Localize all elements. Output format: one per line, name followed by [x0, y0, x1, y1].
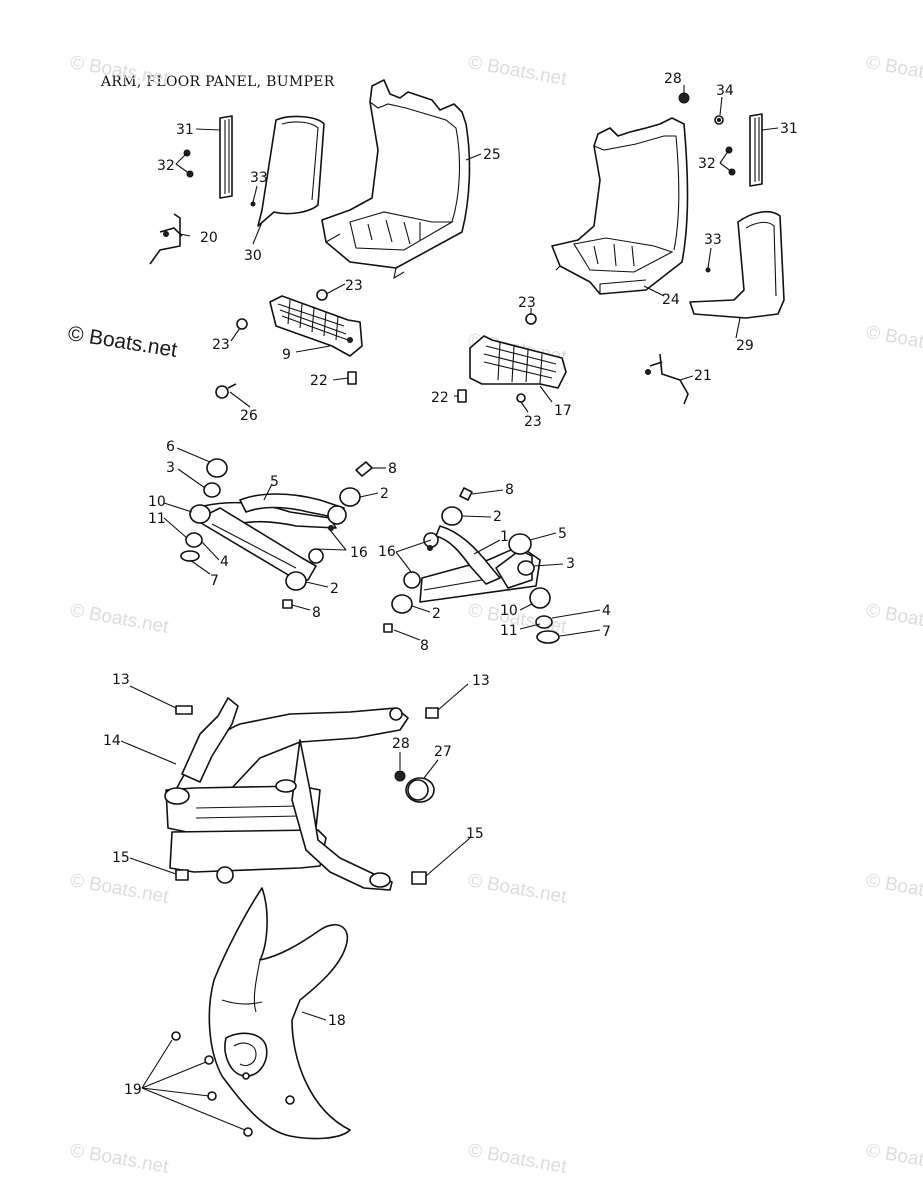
part-26-clip	[215, 383, 237, 399]
callout-8: 8	[505, 482, 514, 498]
callout-13: 13	[112, 672, 130, 688]
callout-25: 25	[483, 147, 501, 163]
callout-15: 15	[466, 826, 484, 842]
callout-28: 28	[392, 736, 410, 752]
part-33-screw-left	[250, 201, 256, 207]
callout-16: 16	[378, 544, 396, 560]
callout-6: 6	[166, 439, 175, 455]
callout-31: 31	[780, 121, 798, 137]
callout-8: 8	[388, 461, 397, 477]
callout-22: 22	[431, 390, 449, 406]
callout-7: 7	[602, 624, 611, 640]
part-15-bolts	[175, 869, 427, 885]
callout-33: 33	[704, 232, 722, 248]
part-22-bolts	[347, 371, 467, 403]
callout-2: 2	[432, 606, 441, 622]
callout-23: 23	[212, 337, 230, 353]
callout-5: 5	[558, 526, 567, 542]
part-33-screw-right	[705, 267, 711, 273]
callout-2: 2	[330, 581, 339, 597]
callout-33: 33	[250, 170, 268, 186]
callout-26: 26	[240, 408, 258, 424]
part-18-skid-plate	[208, 887, 351, 1140]
part-34-screw	[714, 115, 724, 125]
callout-18: 18	[328, 1013, 346, 1029]
callout-1: 1	[500, 529, 509, 545]
callout-32: 32	[698, 156, 716, 172]
callout-34: 34	[716, 83, 734, 99]
callout-5: 5	[270, 474, 279, 490]
callout-11: 11	[500, 623, 518, 639]
part-25-floor-panel-left	[321, 79, 471, 280]
part-23-bolts	[236, 289, 537, 403]
callout-29: 29	[736, 338, 754, 354]
callout-8: 8	[312, 605, 321, 621]
part-20-bracket-left	[149, 213, 183, 265]
part-13-bolts	[175, 705, 439, 719]
callout-4: 4	[602, 603, 611, 619]
part-31-left-strip	[219, 115, 233, 199]
callout-7: 7	[210, 573, 219, 589]
callout-9: 9	[282, 347, 291, 363]
part-27-cap	[405, 777, 435, 803]
part-30-guard-left	[257, 115, 325, 227]
part-28-nut	[394, 770, 406, 782]
callout-2: 2	[380, 486, 389, 502]
leader-lines	[120, 85, 779, 1131]
part-9-footrest-left	[269, 295, 363, 357]
part-17-footrest-right	[469, 335, 567, 389]
callout-27: 27	[434, 744, 452, 760]
callout-10: 10	[500, 603, 518, 619]
callout-16: 16	[350, 545, 368, 561]
callout-11: 11	[148, 511, 166, 527]
callout-14: 14	[103, 733, 121, 749]
callout-2: 2	[493, 509, 502, 525]
part-29-guard-right	[689, 210, 785, 319]
callout-23: 23	[518, 295, 536, 311]
callout-3: 3	[566, 556, 575, 572]
callout-30: 30	[244, 248, 262, 264]
part-24-floor-panel-right	[551, 117, 689, 295]
left-a-arm-assembly	[180, 458, 373, 609]
callout-20: 20	[200, 230, 218, 246]
part-28-nut-top	[678, 92, 690, 104]
callout-21: 21	[694, 368, 712, 384]
callout-23: 23	[524, 414, 542, 430]
callout-23: 23	[345, 278, 363, 294]
callout-19: 19	[124, 1082, 142, 1098]
callout-32: 32	[157, 158, 175, 174]
part-14-bumper-frame	[164, 697, 409, 891]
callout-17: 17	[554, 403, 572, 419]
callout-15: 15	[112, 850, 130, 866]
callout-24: 24	[662, 292, 680, 308]
callout-labels: 31 32 33 30 20 25 28 34 31 32 33 24 29 2…	[103, 71, 798, 1098]
callout-13: 13	[472, 673, 490, 689]
callout-8: 8	[420, 638, 429, 654]
callout-4: 4	[220, 554, 229, 570]
callout-31: 31	[176, 122, 194, 138]
callout-10: 10	[148, 494, 166, 510]
right-a-arm-assembly	[383, 487, 560, 644]
callout-3: 3	[166, 460, 175, 476]
part-31-right-strip	[749, 113, 763, 187]
part-19-bolts	[171, 1031, 253, 1137]
callout-28: 28	[664, 71, 682, 87]
diagram-title: ARM, FLOOR PANEL, BUMPER	[101, 74, 335, 90]
callout-22: 22	[310, 373, 328, 389]
